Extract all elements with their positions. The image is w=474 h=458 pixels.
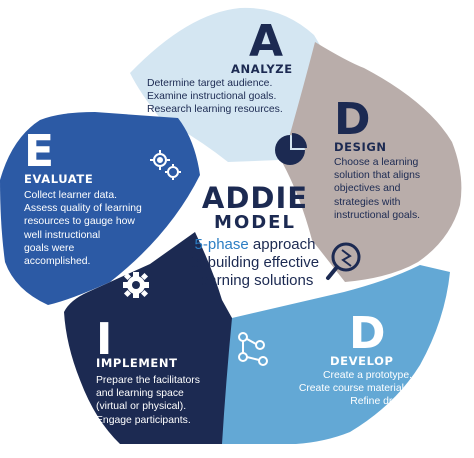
- evaluate-line: Assess quality of learning: [24, 203, 142, 215]
- implement-line: and learning space: [96, 388, 184, 400]
- magnifier-icon: [326, 242, 361, 280]
- implement-heading: IMPLEMENT: [96, 356, 178, 370]
- pie-chart-icon: [275, 133, 307, 165]
- title-addie: ADDIE: [201, 181, 309, 215]
- design-line: instructional goals.: [334, 209, 421, 221]
- develop-heading-initial: D: [330, 354, 341, 368]
- design-line: Choose a learning: [334, 157, 419, 168]
- title-model: MODEL: [214, 212, 296, 233]
- evaluate-line: goals were: [24, 242, 75, 254]
- design-letter: D: [334, 94, 371, 145]
- analyze-letter: A: [249, 16, 284, 67]
- develop-heading-rest: EVELOP: [340, 354, 394, 368]
- subtitle-line-3: learning solutions: [196, 272, 314, 289]
- segment-design: [282, 42, 462, 282]
- evaluate-line: Collect learner data.: [24, 190, 117, 201]
- analyze-line: Determine target audience.: [147, 78, 273, 89]
- subtitle-line-2: to building effective: [190, 254, 320, 271]
- evaluate-letter: E: [24, 126, 55, 177]
- design-line: objectives and: [334, 183, 401, 195]
- implement-heading-initial: I: [96, 356, 101, 370]
- design-heading-rest: ESIGN: [344, 140, 387, 154]
- evaluate-line: well instructional: [24, 229, 101, 241]
- develop-line: Create a prototype.: [323, 370, 412, 381]
- design-description: Choose a learning solution that aligns o…: [334, 156, 420, 222]
- segment-develop: [212, 265, 450, 444]
- implement-line: (virtual or physical).: [96, 401, 187, 413]
- develop-description: Create a prototype. Create course materi…: [276, 369, 412, 409]
- develop-line: Create course materials.: [298, 383, 412, 395]
- evaluate-heading: EVALUATE: [24, 172, 93, 186]
- design-heading: DESIGN: [334, 140, 387, 154]
- subtitle-line-1-rest: approach: [248, 236, 316, 253]
- subtitle: 5-phase approach to building effective l…: [160, 236, 350, 290]
- implement-heading-rest: MPLEMENT: [100, 356, 178, 370]
- subtitle-accent: 5-phase: [194, 236, 249, 253]
- gears-icon: [150, 150, 181, 180]
- develop-letter: D: [349, 308, 386, 359]
- analyze-description: Determine target audience. Examine instr…: [147, 77, 283, 117]
- evaluate-line: resources to gauge how: [24, 216, 135, 228]
- evaluate-heading-initial: E: [24, 172, 33, 186]
- implement-line: Engage participants.: [96, 414, 191, 426]
- implement-letter: I: [96, 314, 113, 365]
- develop-heading: DEVELOP: [330, 354, 394, 368]
- flowchart-icon: [238, 332, 268, 366]
- analyze-heading-rest: NALYZE: [240, 62, 293, 76]
- evaluate-heading-rest: VALUATE: [32, 172, 94, 186]
- segment-implement: [64, 232, 232, 444]
- analyze-line: Research learning resources.: [147, 104, 283, 116]
- implement-description: Prepare the facilitators and learning sp…: [96, 374, 200, 427]
- design-heading-initial: D: [334, 140, 345, 154]
- analyze-heading-initial: A: [231, 62, 241, 76]
- design-line: solution that aligns: [334, 170, 421, 182]
- develop-line: Refine drafts.: [350, 396, 412, 408]
- analyze-line: Examine instructional goals.: [147, 91, 277, 103]
- gear-icon: [123, 272, 149, 298]
- analyze-heading: ANALYZE: [231, 62, 293, 76]
- implement-line: Prepare the facilitators: [96, 375, 200, 386]
- subtitle-line-1: 5-phase approach: [160, 236, 350, 254]
- design-line: strategies with: [334, 196, 401, 208]
- evaluate-line: accomplished.: [24, 256, 91, 268]
- evaluate-description: Collect learner data. Assess quality of …: [24, 189, 142, 268]
